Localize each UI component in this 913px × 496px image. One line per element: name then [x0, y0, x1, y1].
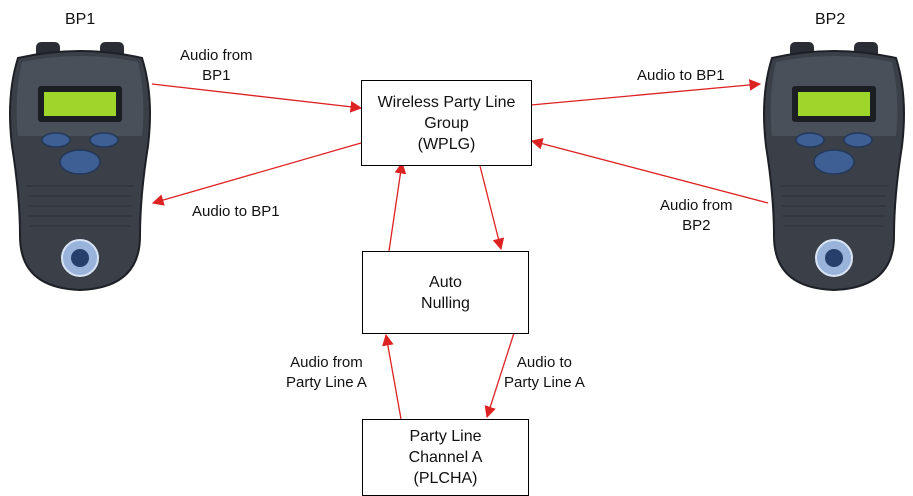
label-audio-to-bp1-left: Audio to BP1 [192, 202, 280, 222]
auto-nulling-node-line: Auto [429, 273, 462, 291]
beltpack-device-icon [763, 42, 905, 292]
plcha-node-line: Party Line [409, 428, 482, 445]
plcha-node-line: Channel A [408, 449, 483, 466]
arrow-plcha-to-auto-nulling [382, 333, 402, 420]
label-line: BP2 [682, 217, 711, 234]
wplg-node-line: (WPLG) [417, 135, 476, 153]
wplg-node-line: Group [424, 114, 469, 132]
arrow-wplg-to-bp2 [530, 79, 762, 106]
bp2-device-name: BP2 [815, 11, 846, 28]
label-line: Audio to BP1 [637, 67, 725, 84]
bp1-device-name: BP1 [65, 11, 96, 28]
label-audio-from-party-line-a: Audio from Party Line A [286, 353, 367, 393]
auto-nulling-node-line: Nulling [421, 294, 470, 312]
label-line: Audio from [660, 197, 733, 214]
label-line: Audio from [180, 47, 253, 64]
label-audio-to-bp1-right: Audio to BP1 [637, 66, 725, 86]
label-line: BP1 [202, 67, 231, 84]
label-audio-from-bp1: Audio from BP1 [180, 46, 253, 86]
plcha-node-line: (PLCHA) [413, 470, 478, 487]
beltpack-device-icon [9, 42, 151, 292]
arrow-wplg-to-bp1 [151, 142, 362, 206]
wplg-node-line: Wireless Party Line [377, 93, 516, 111]
auto-nulling-node: Auto Nulling [362, 251, 529, 334]
label-line: Audio from [290, 354, 363, 371]
label-line: Party Line A [504, 374, 585, 391]
arrow-wplg-to-auto-nulling [479, 165, 505, 251]
label-audio-to-party-line-a: Audio to Party Line A [504, 353, 585, 393]
arrow-bp2-to-wplg [530, 138, 769, 204]
label-audio-from-bp2: Audio from BP2 [660, 196, 733, 236]
label-line: Audio to [516, 354, 572, 371]
label-line: Party Line A [286, 374, 367, 391]
arrow-auto-nulling-to-wplg [388, 161, 407, 252]
arrow-auto-nulling-to-plcha [484, 332, 515, 419]
plcha-node: Party Line Channel A (PLCHA) [362, 419, 529, 496]
wplg-node: Wireless Party Line Group (WPLG) [361, 80, 532, 166]
label-line: Audio to BP1 [192, 203, 280, 220]
arrow-bp1-to-wplg [151, 83, 363, 113]
